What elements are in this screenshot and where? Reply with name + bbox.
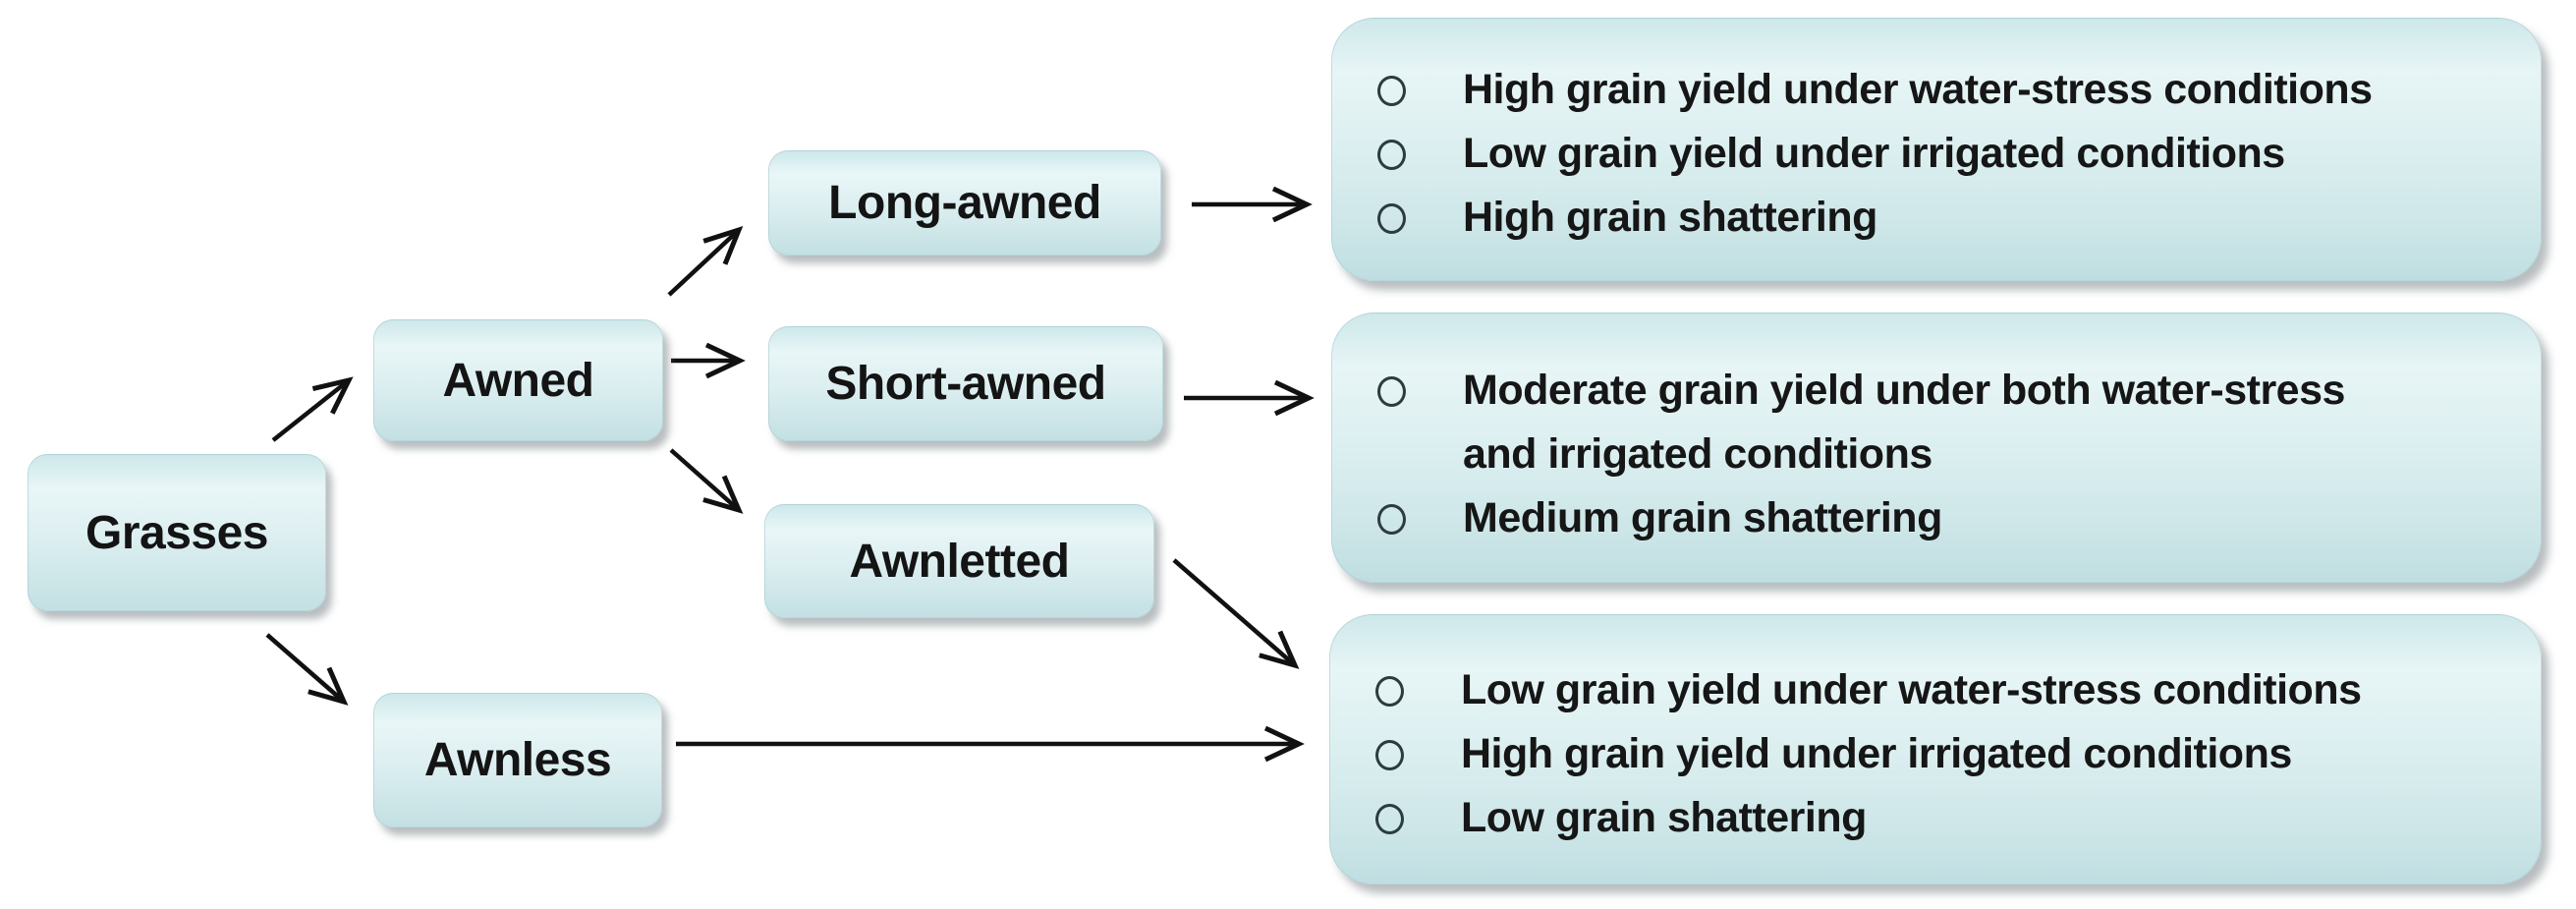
connector-grasses-awnless bbox=[265, 633, 349, 706]
node-grasses-label: Grasses bbox=[85, 506, 269, 559]
node-awnletted-label: Awnletted bbox=[849, 535, 1070, 588]
list-item: Medium grain shattering bbox=[1377, 486, 2511, 550]
circle-bullet-icon bbox=[1377, 376, 1406, 407]
node-long-awned-label: Long-awned bbox=[828, 177, 1101, 229]
list-item: Low grain shattering bbox=[1375, 786, 2511, 850]
outcome-text: High grain yield under irrigated conditi… bbox=[1461, 730, 2292, 777]
node-long-awned: Long-awned bbox=[768, 150, 1161, 256]
outcome-list-short-awned: Moderate grain yield under both water-st… bbox=[1332, 359, 2541, 550]
node-short-awned: Short-awned bbox=[768, 326, 1163, 441]
list-item: High grain yield under water-stress cond… bbox=[1377, 58, 2511, 122]
outcome-text: Moderate grain yield under both water-st… bbox=[1463, 367, 2345, 414]
outcome-list-long-awned: High grain yield under water-stress cond… bbox=[1332, 58, 2541, 250]
list-item: Low grain yield under irrigated conditio… bbox=[1377, 122, 2511, 186]
outcome-box-short-awned: Moderate grain yield under both water-st… bbox=[1331, 312, 2542, 583]
node-awned-label: Awned bbox=[442, 354, 594, 407]
circle-bullet-icon bbox=[1377, 76, 1406, 106]
node-awnless-label: Awnless bbox=[423, 734, 612, 786]
list-item: Low grain yield under water-stress condi… bbox=[1375, 658, 2511, 722]
outcome-text: Medium grain shattering bbox=[1463, 494, 1942, 541]
circle-bullet-icon bbox=[1375, 804, 1404, 834]
list-item: High grain yield under irrigated conditi… bbox=[1375, 722, 2511, 786]
outcome-box-awnless: Low grain yield under water-stress condi… bbox=[1329, 614, 2542, 884]
outcome-list-awnless: Low grain yield under water-stress condi… bbox=[1330, 658, 2541, 850]
circle-bullet-icon bbox=[1375, 676, 1404, 707]
node-awnletted: Awnletted bbox=[764, 504, 1154, 618]
connector-awned-long-awned bbox=[667, 226, 744, 297]
list-item: Moderate grain yield under both water-st… bbox=[1377, 359, 2511, 486]
circle-bullet-icon bbox=[1377, 203, 1406, 234]
connector-awned-awnletted bbox=[669, 448, 744, 514]
outcome-text: Low grain yield under irrigated conditio… bbox=[1463, 130, 2285, 177]
node-awnless: Awnless bbox=[373, 693, 662, 827]
outcome-text: High grain yield under water-stress cond… bbox=[1463, 66, 2373, 113]
node-short-awned-label: Short-awned bbox=[825, 358, 1106, 410]
outcome-text: and irrigated conditions bbox=[1463, 430, 1932, 478]
outcome-text: Low grain shattering bbox=[1461, 794, 1867, 841]
circle-bullet-icon bbox=[1377, 140, 1406, 170]
connector-awnletted-outcomes bbox=[1172, 558, 1300, 669]
outcome-box-long-awned: High grain yield under water-stress cond… bbox=[1331, 18, 2542, 281]
outcome-text: Low grain yield under water-stress condi… bbox=[1461, 666, 2362, 713]
list-item: High grain shattering bbox=[1377, 186, 2511, 250]
node-grasses: Grasses bbox=[28, 454, 326, 611]
outcome-text: High grain shattering bbox=[1463, 194, 1877, 241]
circle-bullet-icon bbox=[1375, 740, 1404, 770]
circle-bullet-icon bbox=[1377, 504, 1406, 535]
node-awned: Awned bbox=[373, 319, 663, 441]
connector-grasses-awned bbox=[271, 376, 354, 442]
